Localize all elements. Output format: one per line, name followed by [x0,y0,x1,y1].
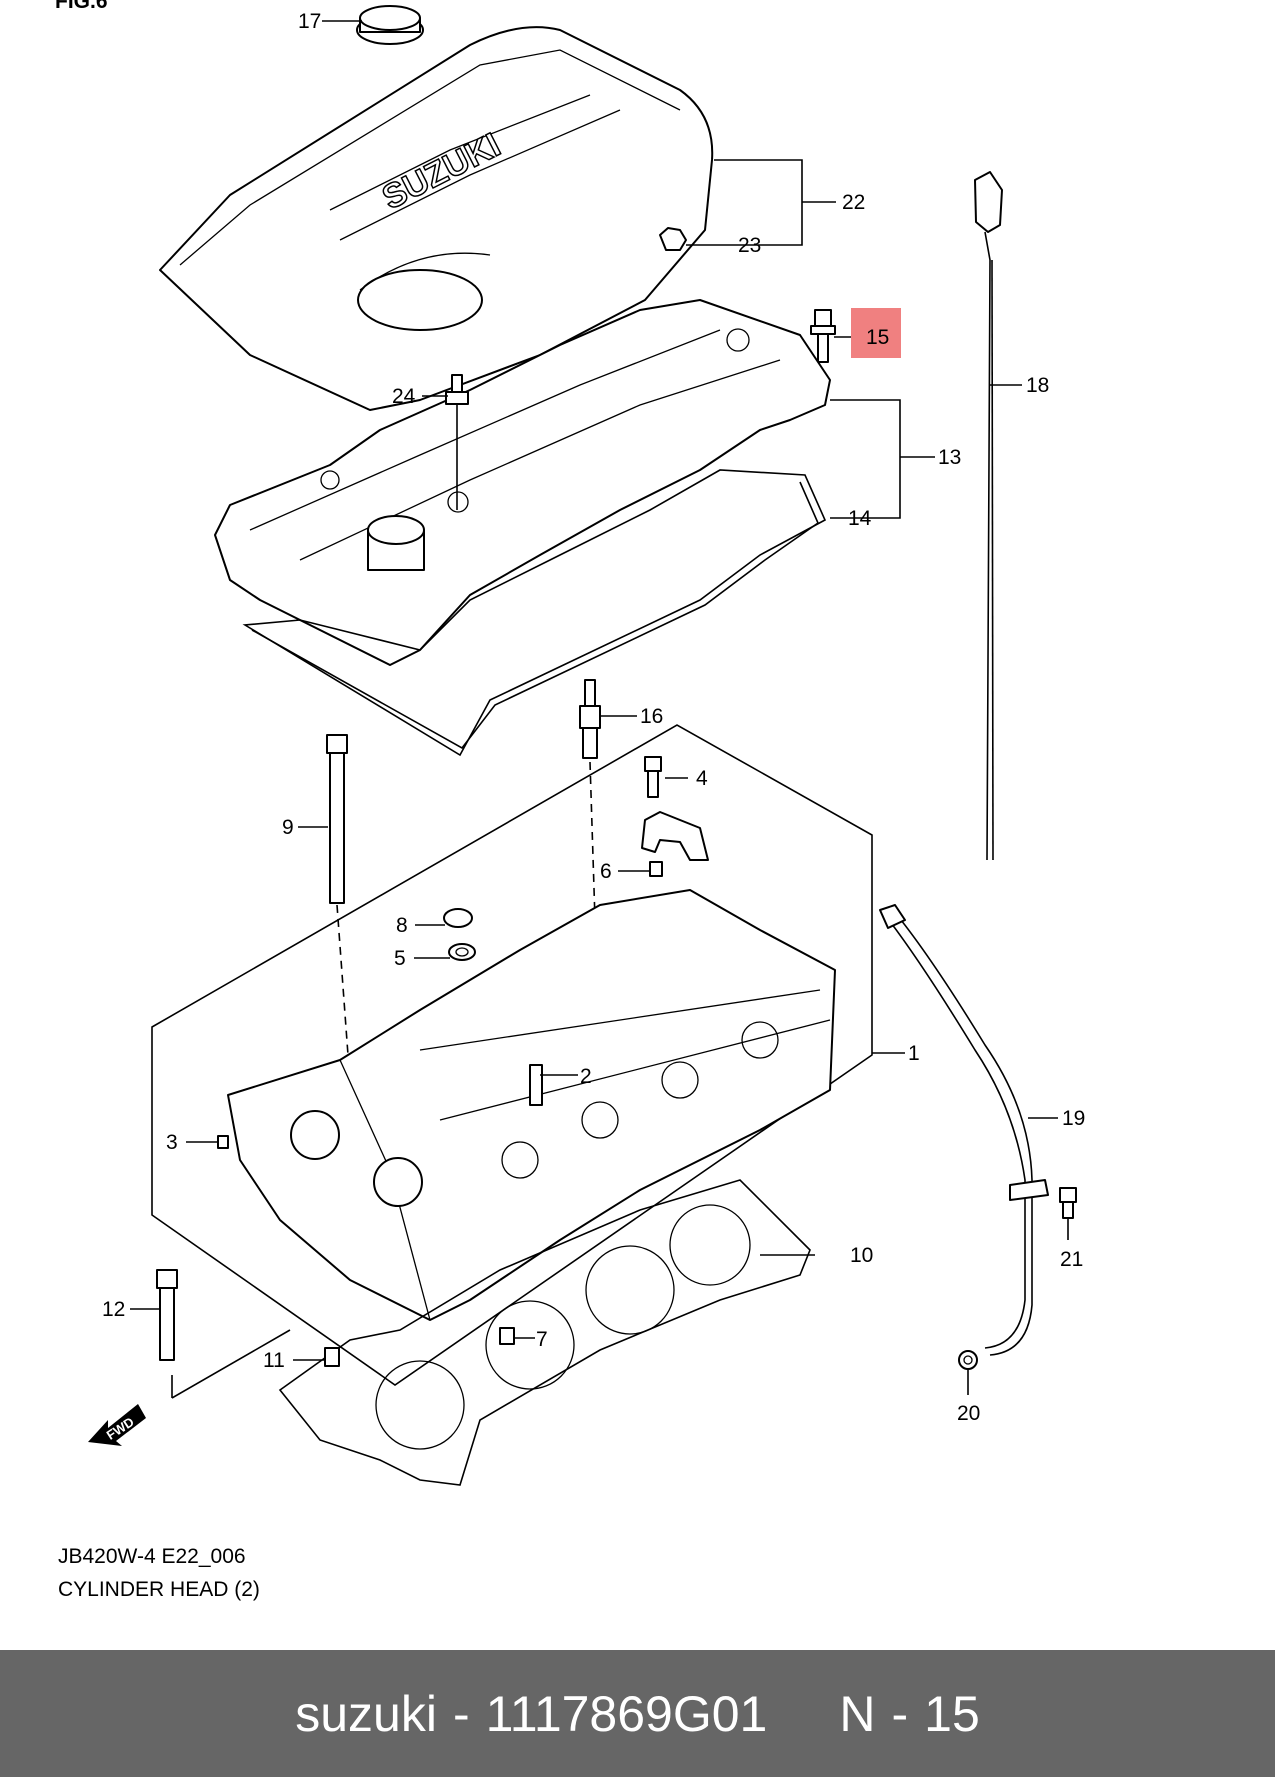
diagram-caption: JB420W-4 E22_006 CYLINDER HEAD (2) [58,1540,260,1606]
head-bolt [326,734,349,1056]
plug-cap [443,908,473,928]
callout-8: 8 [396,914,408,937]
callout-20: 20 [957,1402,980,1425]
oil-level-gauge [974,171,1003,861]
callout-7: 7 [536,1328,548,1351]
valve-cover [214,299,831,666]
callout-16: 16 [640,705,663,728]
footer-bar: suzuki - 1117869G01 N - 15 [0,1650,1275,1777]
dowel-7 [499,1327,515,1345]
callout-1: 1 [908,1042,920,1065]
callout-2: 2 [580,1065,592,1088]
footer-separator: - [452,1685,470,1742]
footer-brand: suzuki [295,1685,437,1742]
dowel-pin [649,861,663,877]
callout-24: 24 [392,385,416,408]
callout-10: 10 [850,1244,873,1267]
parts-diagram: FIG.6 SUZUKI [55,0,1085,1486]
diagram-title: CYLINDER HEAD (2) [58,1578,260,1601]
leader-lines [130,20,1069,1395]
callout-12: 12 [102,1298,125,1321]
callout-17: 17 [298,10,321,33]
callout-13: 13 [938,446,961,469]
grommet-nut [659,227,687,251]
cylinder-head-cover: SUZUKI [159,26,714,411]
dowel-11 [324,1347,340,1367]
highlight-box [851,308,901,358]
oil-gauge-guide [879,904,1049,1356]
callout-21: 21 [1060,1248,1083,1271]
callout-5: 5 [394,947,406,970]
callout-15: 15 [866,326,889,349]
callout-labels: 17 22 23 15 18 24 13 14 16 4 9 6 8 5 1 2… [102,10,1085,1425]
footer-part-number: 1117869G01 [485,1685,768,1742]
fwd-arrow: FWD [88,1404,146,1446]
oil-filler-cap [356,5,424,45]
callout-4: 4 [696,767,708,790]
camshaft-cap [641,811,709,861]
cylinder-head-frame [151,724,873,1386]
callout-11: 11 [263,1349,285,1372]
stud-bolt [445,374,469,510]
callout-19: 19 [1062,1107,1085,1130]
callout-23: 23 [738,234,761,257]
figure-corner-text: FIG.6 [55,0,108,13]
cylinder-head [227,889,836,1321]
callout-3: 3 [166,1131,178,1154]
cover-bolt [810,309,836,363]
head-gasket [278,1179,811,1486]
guide-bolt [1059,1187,1077,1219]
camshaft-cap-bolt [644,756,662,798]
footer-ref-number: 15 [924,1685,980,1742]
callout-22: 22 [842,191,865,214]
cover-gasket [242,469,827,757]
threaded-plug [217,1135,229,1149]
washer [448,943,476,961]
diagram-code: JB420W-4 E22_006 [58,1545,246,1568]
callout-6: 6 [600,860,612,883]
footer-ref-separator: - [891,1685,909,1742]
o-ring [958,1350,978,1370]
callout-14: 14 [848,507,872,530]
footer-ref-prefix: N [839,1685,876,1742]
callout-18: 18 [1026,374,1049,397]
head-bolt-short [156,1269,291,1399]
spark-plug [579,679,601,921]
callout-9: 9 [282,816,294,839]
